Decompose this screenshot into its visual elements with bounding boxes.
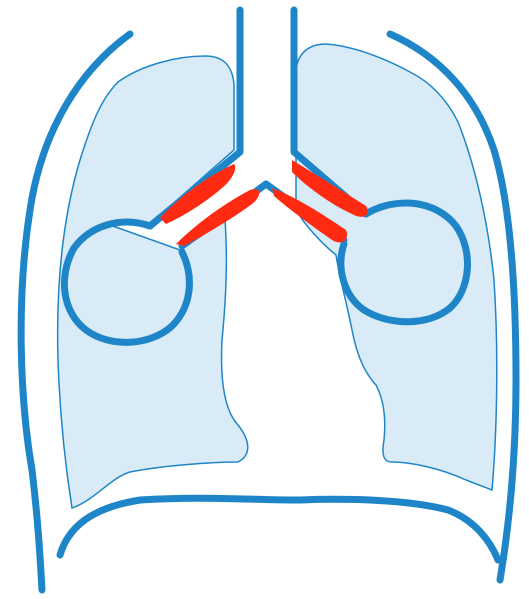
diaphragm xyxy=(60,498,498,560)
left-lung xyxy=(58,56,248,508)
